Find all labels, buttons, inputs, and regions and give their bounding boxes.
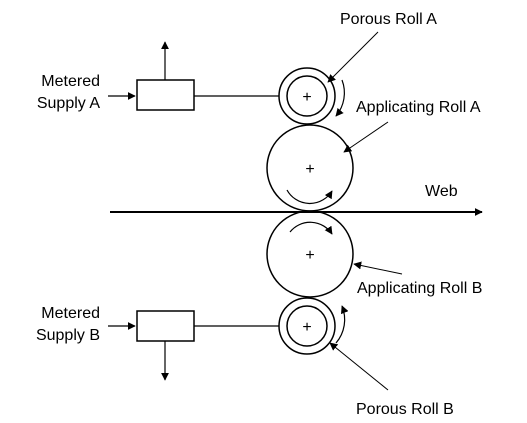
- applicating-roll-b: +: [266, 210, 354, 298]
- porous-roll-b-center: +: [302, 319, 311, 336]
- applicating-roll-a-leader: [343, 121, 389, 153]
- applicating-roll-b-label: Applicating Roll B: [357, 280, 482, 297]
- porous-roll-b: +: [278, 297, 349, 355]
- applicating-roll-a-center: +: [305, 161, 314, 178]
- metered-supply-a: [108, 41, 279, 111]
- porous-roll-a-label: Porous Roll A: [340, 11, 437, 28]
- web-label: Web: [425, 183, 458, 200]
- applicating-roll-a: +: [266, 124, 354, 212]
- porous-roll-a-leader: [327, 31, 379, 83]
- porous-roll-a-center: +: [302, 89, 311, 106]
- applicating-roll-b-center: +: [305, 247, 314, 264]
- metered-supply-b-label-1: Metered: [41, 305, 100, 322]
- metered-supply-b: [108, 310, 279, 381]
- porous-roll-b-leader: [329, 342, 389, 391]
- applicating-roll-a-label: Applicating Roll A: [356, 99, 481, 116]
- applicating-roll-b-leader: [353, 261, 403, 275]
- metered-supply-b-label-2: Supply B: [36, 327, 100, 344]
- metered-supply-a-label-1: Metered: [41, 73, 100, 90]
- porous-roll-a: +: [278, 67, 345, 125]
- metered-supply-a-label-2: Supply A: [37, 95, 100, 112]
- porous-roll-b-label: Porous Roll B: [356, 401, 454, 418]
